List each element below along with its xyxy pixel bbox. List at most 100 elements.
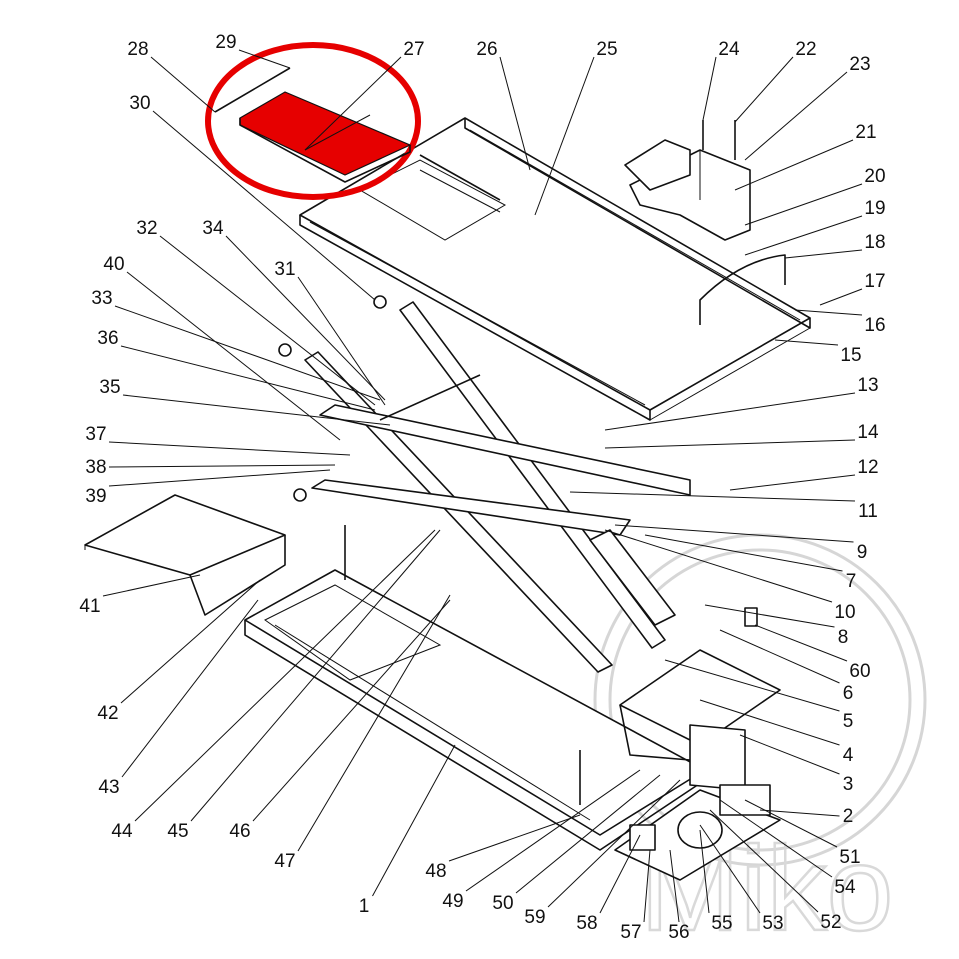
leader-line-20: [744, 183, 863, 226]
part-label-17: 17: [864, 271, 885, 292]
part-label-46: 46: [229, 821, 250, 842]
part-label-1: 1: [359, 896, 370, 917]
part-label-9: 9: [857, 542, 868, 563]
part-label-11: 11: [858, 501, 878, 522]
leader-line-16: [794, 309, 863, 316]
leader-line-56: [669, 849, 680, 923]
leader-line-14: [604, 439, 856, 449]
leader-line-60: [754, 624, 848, 662]
scissor-arms: [278, 295, 691, 673]
part-label-40: 40: [103, 254, 124, 275]
leader-line-50: [515, 774, 661, 894]
leader-line-6: [719, 629, 840, 684]
part-label-6: 6: [843, 683, 854, 704]
part-label-24: 24: [718, 39, 740, 60]
part-label-14: 14: [857, 422, 879, 443]
leader-line-26: [499, 56, 531, 171]
leader-line-32: [159, 235, 376, 406]
part-label-27: 27: [403, 39, 424, 60]
part-label-44: 44: [111, 821, 133, 842]
part-label-5: 5: [843, 711, 854, 732]
leader-line-45: [190, 529, 441, 822]
part-label-36: 36: [97, 328, 118, 349]
part-label-3: 3: [843, 774, 854, 795]
part-label-47: 47: [274, 851, 295, 872]
leader-line-38: [108, 464, 336, 468]
leader-line-15: [774, 339, 839, 346]
part-label-55: 55: [711, 913, 732, 934]
part-label-7: 7: [846, 571, 857, 592]
part-27-highlighted: [205, 42, 501, 201]
leader-line-2: [759, 809, 840, 817]
top-platform: [299, 117, 811, 421]
leader-line-17: [819, 288, 863, 306]
leader-line-5: [664, 659, 840, 712]
part-label-38: 38: [85, 457, 106, 478]
part-label-16: 16: [864, 315, 885, 336]
part-label-25: 25: [596, 39, 617, 60]
leader-line-10: [604, 529, 833, 603]
leader-line-18: [784, 249, 863, 259]
watermark-logo: Miko: [593, 533, 927, 957]
leader-line-41: [102, 574, 201, 597]
part-label-10: 10: [834, 602, 855, 623]
leader-line-46: [252, 599, 451, 822]
part-label-18: 18: [864, 232, 885, 253]
leader-line-59: [547, 779, 681, 908]
leader-line-28: [150, 56, 216, 113]
leader-line-34: [225, 235, 386, 401]
part-label-45: 45: [167, 821, 188, 842]
leader-line-1: [372, 744, 456, 897]
part-label-21: 21: [855, 122, 876, 143]
part-label-53: 53: [762, 913, 783, 934]
leader-line-40: [126, 271, 341, 441]
part-label-51: 51: [839, 847, 860, 868]
part-label-33: 33: [91, 288, 112, 309]
leader-line-8: [704, 604, 835, 628]
leader-line-58: [599, 834, 641, 914]
part-label-59: 59: [524, 907, 545, 928]
wheel-chock: [624, 120, 786, 325]
leader-line-42: [120, 579, 261, 704]
leader-line-13: [604, 392, 856, 431]
leader-line-12: [729, 474, 856, 491]
leader-line-30: [152, 110, 376, 301]
part-label-34: 34: [202, 218, 224, 239]
leader-line-7: [644, 534, 843, 572]
leader-line-51: [744, 799, 838, 848]
leader-line-39: [108, 469, 331, 487]
part-label-15: 15: [840, 345, 861, 366]
part-label-56: 56: [668, 922, 689, 943]
part-label-48: 48: [425, 861, 446, 882]
part-label-50: 50: [492, 893, 513, 914]
leader-line-22: [734, 56, 794, 123]
part-label-26: 26: [476, 39, 497, 60]
leader-line-9: [614, 524, 854, 543]
leader-line-47: [297, 594, 451, 852]
leader-line-57: [643, 849, 651, 923]
part-label-4: 4: [843, 745, 854, 766]
part-label-2: 2: [843, 806, 854, 827]
leader-line-23: [744, 71, 848, 161]
ramp: [84, 494, 286, 616]
leader-line-55: [699, 829, 710, 914]
part-label-58: 58: [576, 913, 597, 934]
part-label-39: 39: [85, 486, 106, 507]
leader-line-43: [121, 599, 259, 778]
leader-line-25: [534, 56, 595, 216]
leader-line-37: [108, 441, 351, 456]
part-label-49: 49: [442, 891, 463, 912]
part-label-41: 41: [79, 596, 100, 617]
leader-line-11: [569, 491, 856, 502]
part-label-43: 43: [98, 777, 119, 798]
leader-line-33: [114, 305, 381, 401]
part-label-8: 8: [838, 627, 849, 648]
leader-line-49: [465, 769, 641, 892]
leader-line-21: [734, 139, 854, 191]
part-label-20: 20: [864, 166, 885, 187]
part-label-19: 19: [864, 198, 885, 219]
leader-line-53: [699, 824, 761, 914]
